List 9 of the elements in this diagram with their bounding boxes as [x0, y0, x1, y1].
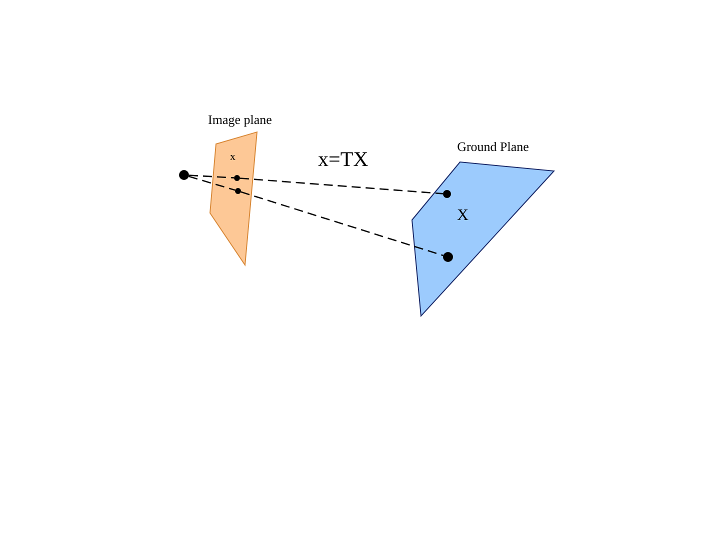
- equation-label: x=TX: [318, 149, 368, 170]
- point-label: x: [230, 152, 236, 163]
- dashed-line: [188, 176, 236, 191]
- dashed-line: [188, 174, 234, 178]
- point-dot: [179, 170, 189, 180]
- plane-title: Ground Plane: [456, 140, 530, 153]
- point-label: X: [457, 208, 469, 224]
- plane-title: Image plane: [207, 113, 273, 126]
- dashed-line: [240, 191, 444, 256]
